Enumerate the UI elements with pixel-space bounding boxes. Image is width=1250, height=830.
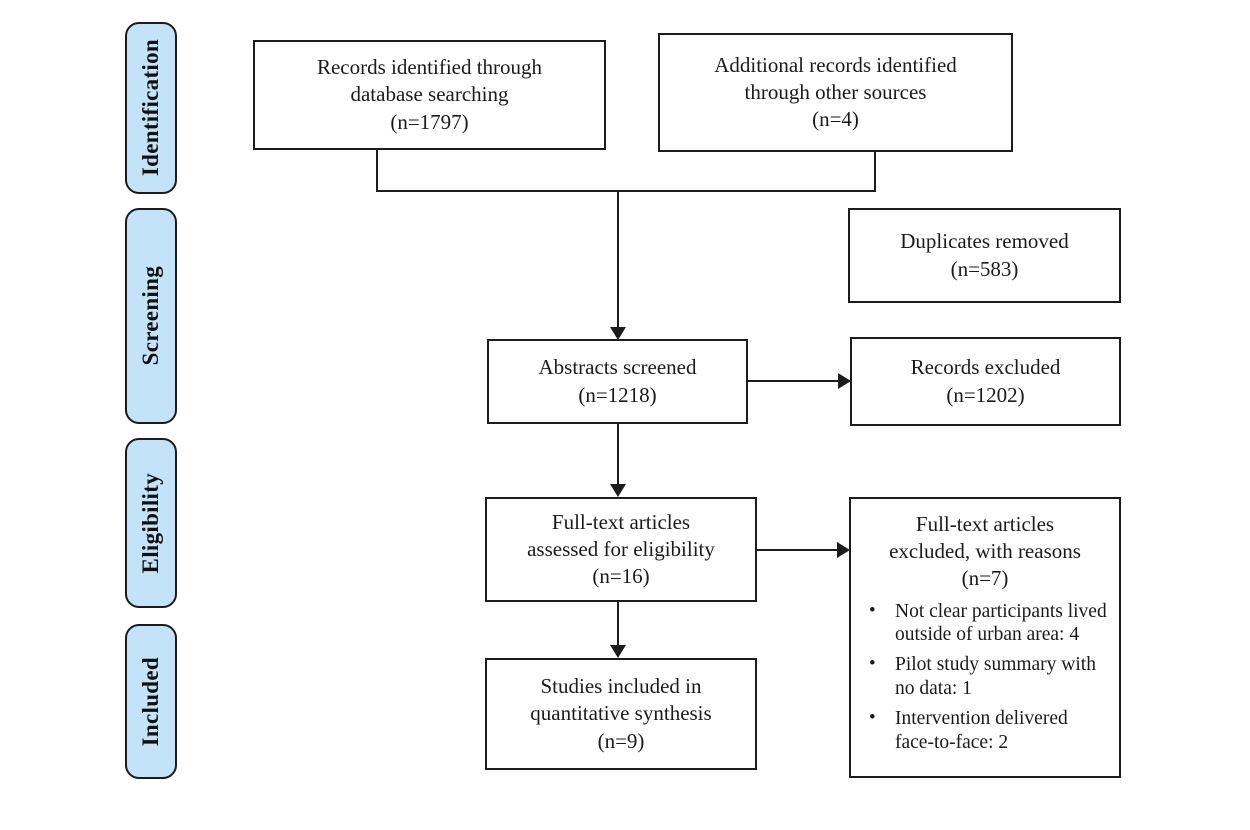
- duplicates-removed-count: (n=583): [950, 256, 1019, 281]
- connector-merge-to-screened: [617, 190, 619, 332]
- connector-fulltext-to-excluded: [757, 549, 840, 551]
- fulltext-assessed-line-2: assessed for eligibility: [527, 536, 715, 561]
- records-excluded-count: (n=1202): [946, 382, 1025, 407]
- stage-pill-eligibility: Eligibility: [125, 438, 177, 608]
- records-excluded-line-1: Records excluded: [910, 355, 1061, 380]
- list-item: Pilot study summary with no data: 1: [869, 652, 1109, 701]
- arrowhead-into-studies-included: [610, 645, 626, 658]
- fulltext-excluded-count: (n=7): [961, 565, 1009, 590]
- box-studies-included: Studies included in quantitative synthes…: [485, 658, 757, 770]
- studies-included-line-2: quantitative synthesis: [530, 701, 712, 726]
- records-other-line-1: Additional records identified: [714, 52, 957, 77]
- connector-fulltext-to-included: [617, 602, 619, 647]
- stage-label-screening: Screening: [138, 266, 163, 366]
- arrowhead-into-records-excluded: [838, 373, 851, 389]
- box-duplicates-removed: Duplicates removed (n=583): [848, 208, 1121, 303]
- stage-label-eligibility: Eligibility: [138, 472, 163, 574]
- stage-pill-identification: Identification: [125, 22, 177, 194]
- box-fulltext-assessed: Full-text articles assessed for eligibil…: [485, 497, 757, 602]
- box-fulltext-excluded-with-reasons: Full-text articles excluded, with reason…: [849, 497, 1121, 778]
- list-item: Not clear participants lived outside of …: [869, 599, 1109, 648]
- studies-included-count: (n=9): [597, 728, 645, 753]
- abstracts-screened-count: (n=1218): [578, 382, 657, 407]
- stage-pill-screening: Screening: [125, 208, 177, 424]
- arrowhead-into-fulltext-assessed: [610, 484, 626, 497]
- studies-included-line-1: Studies included in: [540, 674, 702, 699]
- records-database-line-2: database searching: [350, 82, 509, 107]
- fulltext-assessed-line-1: Full-text articles: [551, 509, 691, 534]
- records-other-count: (n=4): [812, 107, 859, 132]
- arrowhead-into-abstracts-screened: [610, 327, 626, 340]
- duplicates-removed-line-1: Duplicates removed: [900, 229, 1069, 254]
- fulltext-excluded-reasons-list: Not clear participants lived outside of …: [861, 594, 1109, 755]
- connector-screened-to-fulltext: [617, 424, 619, 486]
- connector-merge-bar: [376, 190, 876, 192]
- stage-label-identification: Identification: [138, 39, 163, 177]
- connector-screened-to-excluded: [748, 380, 841, 382]
- box-records-identified-database: Records identified through database sear…: [253, 40, 606, 150]
- list-item: Intervention delivered face-to-face: 2: [869, 706, 1109, 755]
- box-records-excluded: Records excluded (n=1202): [850, 337, 1121, 426]
- box-abstracts-screened: Abstracts screened (n=1218): [487, 339, 748, 424]
- abstracts-screened-line-1: Abstracts screened: [538, 355, 697, 380]
- fulltext-assessed-count: (n=16): [592, 564, 650, 589]
- records-other-line-2: through other sources: [744, 79, 927, 104]
- arrowhead-into-fulltext-excluded: [837, 542, 850, 558]
- stage-pill-included: Included: [125, 624, 177, 779]
- box-additional-records-other-sources: Additional records identified through ot…: [658, 33, 1013, 152]
- fulltext-excluded-line-1: Full-text articles: [915, 512, 1055, 536]
- connector-other-drop: [874, 152, 876, 191]
- connector-db-drop: [376, 150, 378, 191]
- fulltext-excluded-line-2: excluded, with reasons: [889, 538, 1081, 563]
- records-database-line-1: Records identified through: [316, 55, 543, 80]
- stage-label-included: Included: [138, 656, 163, 747]
- records-database-count: (n=1797): [390, 109, 469, 134]
